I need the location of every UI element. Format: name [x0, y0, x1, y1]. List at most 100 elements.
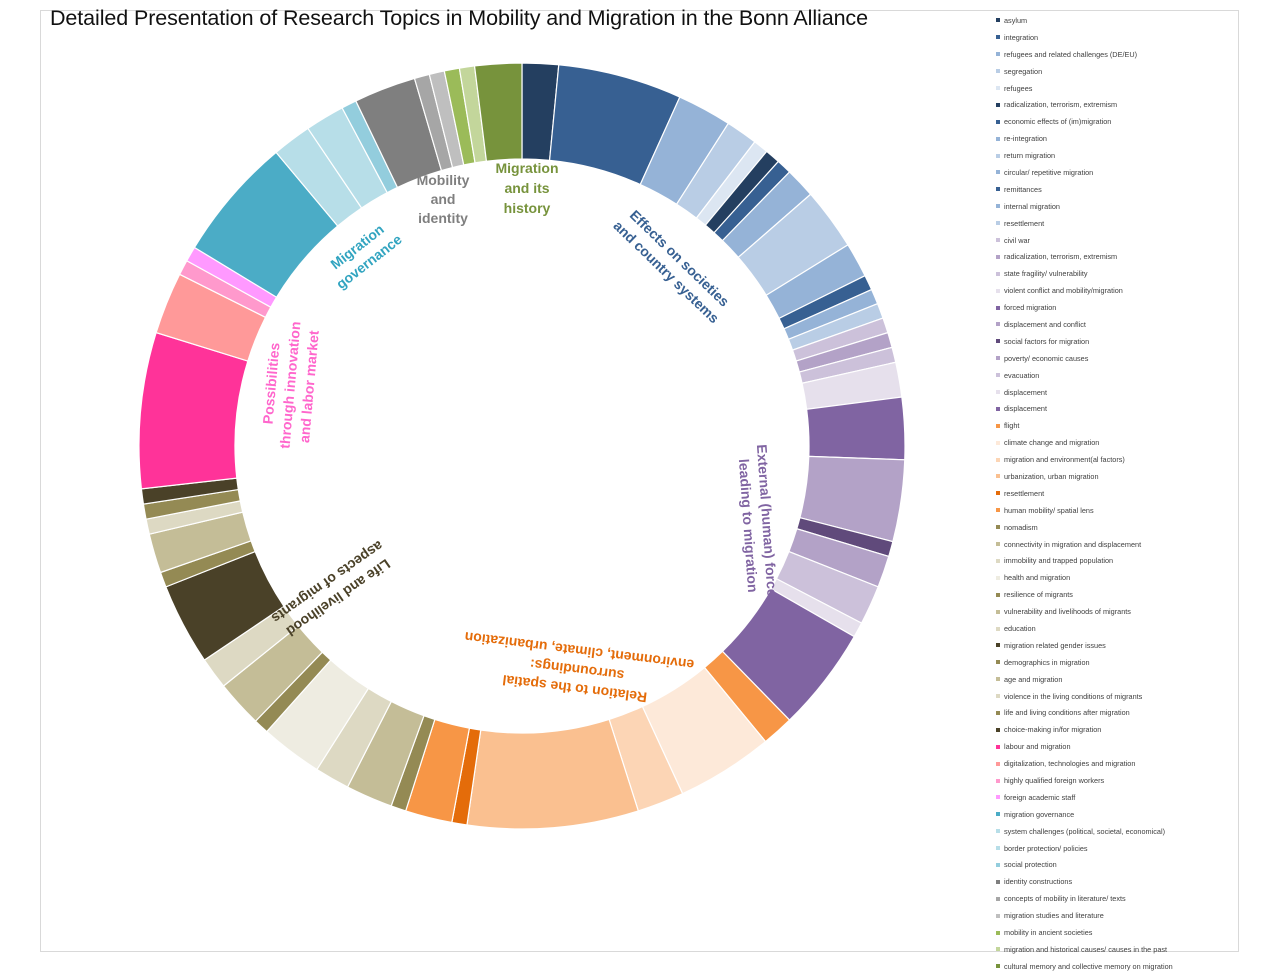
legend-label: remittances [1004, 184, 1042, 194]
legend-item: integration [996, 29, 1236, 46]
donut-slice [473, 62, 523, 162]
group-label-line: Possibilities [260, 342, 283, 425]
legend-item: highly qualified foreign workers [996, 772, 1236, 789]
legend-swatch [996, 710, 1000, 715]
legend-swatch [996, 356, 1000, 361]
legend-item: violence in the living conditions of mig… [996, 688, 1236, 705]
legend-label: vulnerability and livelihoods of migrant… [1004, 607, 1131, 617]
legend-swatch [996, 271, 1000, 276]
legend-swatch [996, 727, 1000, 732]
legend-item: migration and historical causes/ causes … [996, 941, 1236, 958]
legend-item: forced migration [996, 299, 1236, 316]
legend-swatch [996, 322, 1000, 327]
legend-label: refugees and related challenges (DE/EU) [1004, 49, 1138, 59]
legend-swatch [996, 508, 1000, 513]
legend-swatch [996, 761, 1000, 766]
legend-swatch [996, 812, 1000, 817]
legend-label: radicalization, terrorism, extremism [1004, 252, 1118, 262]
legend-label: migration studies and literature [1004, 911, 1104, 921]
legend-label: social protection [1004, 860, 1057, 870]
legend-item: remittances [996, 181, 1236, 198]
legend-item: resettlement [996, 485, 1236, 502]
legend-item: immobility and trapped population [996, 553, 1236, 570]
legend-swatch [996, 660, 1000, 665]
legend-swatch [996, 136, 1000, 141]
group-label-line: identity [418, 210, 468, 226]
legend-swatch [996, 744, 1000, 749]
legend-swatch [996, 964, 1000, 969]
legend-label: migration governance [1004, 809, 1075, 819]
legend-swatch [996, 69, 1000, 74]
group-label-line: and its [504, 180, 549, 196]
legend-item: concepts of mobility in literature/ text… [996, 890, 1236, 907]
legend-label: return migration [1004, 151, 1056, 161]
legend-label: demographics in migration [1004, 657, 1090, 667]
legend-item: foreign academic staff [996, 789, 1236, 806]
legend-label: resettlement [1004, 488, 1045, 498]
legend-swatch [996, 575, 1000, 580]
legend-label: cultural memory and collective memory on… [1004, 961, 1173, 971]
legend-item: evacuation [996, 367, 1236, 384]
legend-label: life and living conditions after migrati… [1004, 708, 1130, 718]
legend-label: education [1004, 624, 1036, 633]
legend-swatch [996, 474, 1000, 479]
legend-swatch [996, 457, 1000, 462]
legend-label: migration and environment(al factors) [1004, 455, 1125, 465]
legend-swatch [996, 170, 1000, 175]
legend-label: poverty/ economic causes [1004, 353, 1089, 363]
legend-item: resettlement [996, 215, 1236, 232]
legend-label: internal migration [1004, 201, 1060, 211]
donut-slice [466, 718, 640, 830]
legend-label: migration related gender issues [1004, 640, 1106, 650]
legend-label: concepts of mobility in literature/ text… [1004, 894, 1126, 904]
legend-label: displacement [1004, 404, 1047, 414]
legend-swatch [996, 930, 1000, 935]
legend-label: choice-making in/for migration [1004, 725, 1102, 735]
legend-item: state fragility/ vulnerability [996, 265, 1236, 282]
legend-swatch [996, 373, 1000, 378]
legend-swatch [996, 525, 1000, 530]
legend-swatch [996, 288, 1000, 293]
legend-item: choice-making in/for migration [996, 721, 1236, 738]
legend-item: violent conflict and mobility/migration [996, 282, 1236, 299]
legend-swatch [996, 913, 1000, 918]
legend-swatch [996, 204, 1000, 209]
legend-item: return migration [996, 147, 1236, 164]
legend-label: border protection/ policies [1004, 843, 1088, 853]
legend-label: segregation [1004, 66, 1043, 76]
legend-label: immobility and trapped population [1004, 556, 1114, 566]
legend-swatch [996, 677, 1000, 682]
legend-swatch [996, 778, 1000, 783]
legend-label: radicalization, terrorism, extremism [1004, 100, 1118, 110]
group-label-line: Migration [496, 160, 559, 176]
legend-label: forced migration [1004, 303, 1057, 313]
legend-label: urbanization, urban migration [1004, 471, 1099, 481]
legend-item: age and migration [996, 671, 1236, 688]
legend-swatch [996, 35, 1000, 40]
group-label: External (human) forcesleading to migrat… [735, 444, 781, 607]
legend-item: resilience of migrants [996, 586, 1236, 603]
legend-item: health and migration [996, 569, 1236, 586]
legend-swatch [996, 592, 1000, 597]
legend-item: climate change and migration [996, 434, 1236, 451]
legend-label: climate change and migration [1004, 438, 1100, 448]
legend-item: flight [996, 417, 1236, 434]
legend-item: demographics in migration [996, 654, 1236, 671]
legend-item: migration governance [996, 806, 1236, 823]
legend-item: re-integration [996, 130, 1236, 147]
group-label: Life and livelihoodaspects of migrants [269, 538, 398, 643]
legend-swatch [996, 846, 1000, 851]
legend-swatch [996, 491, 1000, 496]
legend-swatch [996, 947, 1000, 952]
legend-item: identity constructions [996, 873, 1236, 890]
legend-swatch [996, 254, 1000, 259]
legend-item: nomadism [996, 519, 1236, 536]
legend-swatch [996, 119, 1000, 124]
legend-swatch [996, 440, 1000, 445]
group-label-line: Mobility [417, 172, 470, 188]
legend-label: displacement [1004, 387, 1047, 397]
legend-item: migration and environment(al factors) [996, 451, 1236, 468]
